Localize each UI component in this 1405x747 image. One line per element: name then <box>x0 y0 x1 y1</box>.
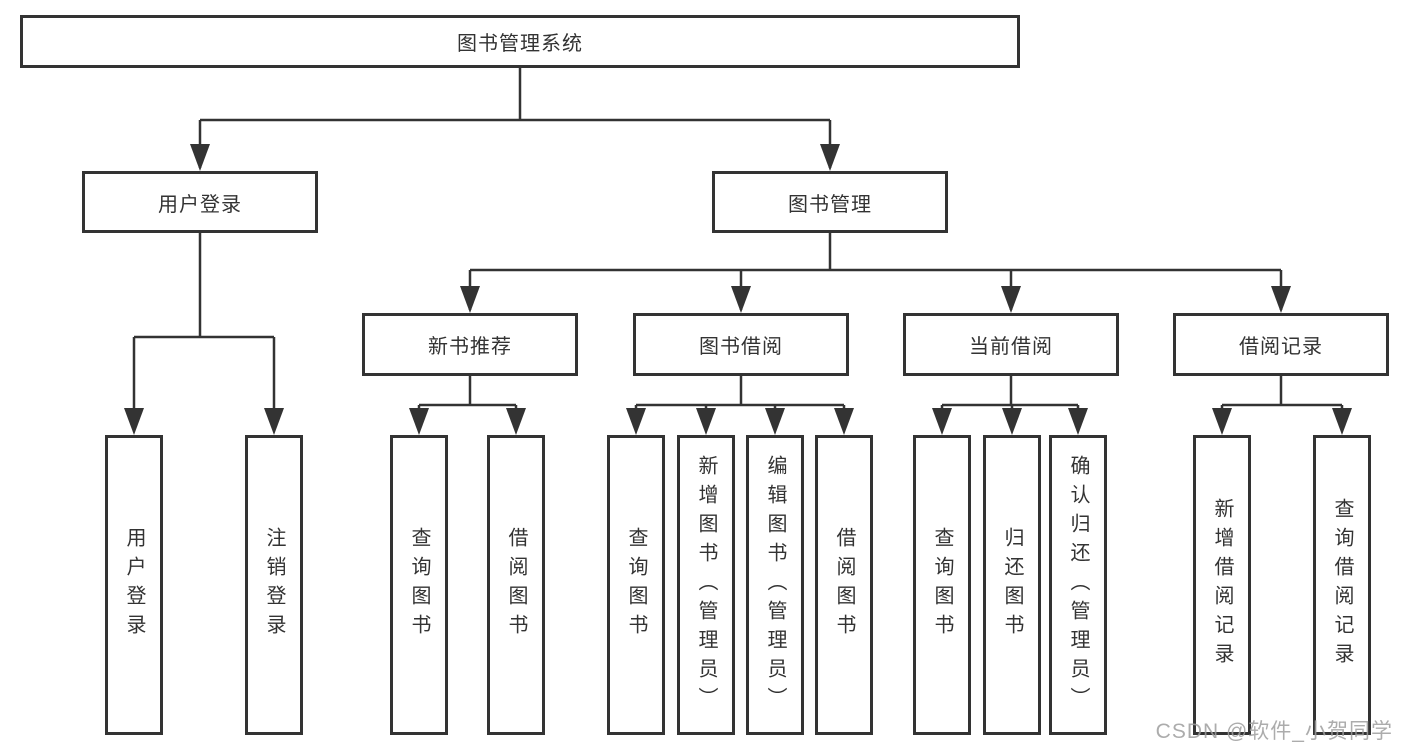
watermark-text: CSDN @软件_小贺同学 <box>1155 720 1393 743</box>
arrowhead-icon <box>1271 286 1291 313</box>
leaf-add-books-admin: 新增图书（管理员） <box>677 435 735 735</box>
arrowhead-icon <box>1332 408 1352 435</box>
leaf-add-borrow-record: 新增借阅记录 <box>1193 435 1251 735</box>
arrowhead-icon <box>1212 408 1232 435</box>
node-borrowing-records: 借阅记录 <box>1173 313 1389 376</box>
leaf-borrow-books-recommendation-label: 借阅图书 <box>505 527 527 643</box>
node-book-borrowing-label: 图书借阅 <box>699 336 783 358</box>
leaf-logout: 注销登录 <box>245 435 303 735</box>
arrowhead-icon <box>626 408 646 435</box>
leaf-query-borrow-record-label: 查询借阅记录 <box>1331 498 1353 672</box>
leaf-add-books-admin-label: 新增图书（管理员） <box>695 454 717 716</box>
arrowhead-icon <box>1001 286 1021 313</box>
arrowhead-icon <box>1002 408 1022 435</box>
arrowhead-icon <box>190 144 210 171</box>
arrowhead-icon <box>409 408 429 435</box>
node-library-system: 图书管理系统 <box>20 15 1020 68</box>
node-current-borrowing: 当前借阅 <box>903 313 1119 376</box>
arrowhead-icon <box>820 144 840 171</box>
node-new-book-recommendation: 新书推荐 <box>362 313 578 376</box>
connector-book-borrowing-to-leaves <box>634 375 846 430</box>
node-book-management: 图书管理 <box>712 171 948 233</box>
arrowhead-icon <box>696 408 716 435</box>
connector-user-login-to-leaves <box>132 233 276 430</box>
leaf-confirm-return-admin: 确认归还（管理员） <box>1049 435 1107 735</box>
leaf-borrow-books-recommendation: 借阅图书 <box>487 435 545 735</box>
node-user-login: 用户登录 <box>82 171 318 233</box>
leaf-query-books-borrowing: 查询图书 <box>607 435 665 735</box>
leaf-confirm-return-admin-label: 确认归还（管理员） <box>1067 454 1089 716</box>
arrowhead-icon <box>731 286 751 313</box>
leaf-query-books-current-label: 查询图书 <box>931 527 953 643</box>
connector-borrowing-records-to-leaves <box>1220 375 1344 430</box>
leaf-borrow-books-borrowing-label: 借阅图书 <box>833 527 855 643</box>
node-book-management-label: 图书管理 <box>788 193 872 216</box>
arrowhead-icon <box>765 408 785 435</box>
leaf-query-books-current: 查询图书 <box>913 435 971 735</box>
leaf-query-books-recommendation: 查询图书 <box>390 435 448 735</box>
node-current-borrowing-label: 当前借阅 <box>969 336 1053 358</box>
leaf-return-books: 归还图书 <box>983 435 1041 735</box>
leaf-add-borrow-record-label: 新增借阅记录 <box>1211 498 1233 672</box>
arrowheads <box>124 144 1352 435</box>
arrowhead-icon <box>932 408 952 435</box>
node-book-borrowing: 图书借阅 <box>633 313 849 376</box>
connector-new-book-recommendation-to-leaves <box>417 375 518 430</box>
leaf-return-books-label: 归还图书 <box>1001 527 1023 643</box>
arrowhead-icon <box>124 408 144 435</box>
node-new-book-recommendation-label: 新书推荐 <box>428 336 512 358</box>
leaf-logout-label: 注销登录 <box>263 527 285 643</box>
node-borrowing-records-label: 借阅记录 <box>1239 336 1323 358</box>
leaf-user-login-label: 用户登录 <box>123 527 145 643</box>
arrowhead-icon <box>460 286 480 313</box>
arrowhead-icon <box>264 408 284 435</box>
leaf-query-books-recommendation-label: 查询图书 <box>408 527 430 643</box>
arrowhead-icon <box>1068 408 1088 435</box>
leaf-edit-books-admin: 编辑图书（管理员） <box>746 435 804 735</box>
leaf-query-borrow-record: 查询借阅记录 <box>1313 435 1371 735</box>
leaf-user-login: 用户登录 <box>105 435 163 735</box>
arrowhead-icon <box>834 408 854 435</box>
leaf-edit-books-admin-label: 编辑图书（管理员） <box>764 454 786 716</box>
node-library-system-label: 图书管理系统 <box>457 33 583 55</box>
arrowhead-icon <box>506 408 526 435</box>
node-user-login-label: 用户登录 <box>158 193 242 216</box>
connector-root-to-level2 <box>198 68 832 168</box>
leaf-borrow-books-borrowing: 借阅图书 <box>815 435 873 735</box>
leaf-query-books-borrowing-label: 查询图书 <box>625 527 647 643</box>
connector-book-management-to-level3 <box>468 233 1283 310</box>
